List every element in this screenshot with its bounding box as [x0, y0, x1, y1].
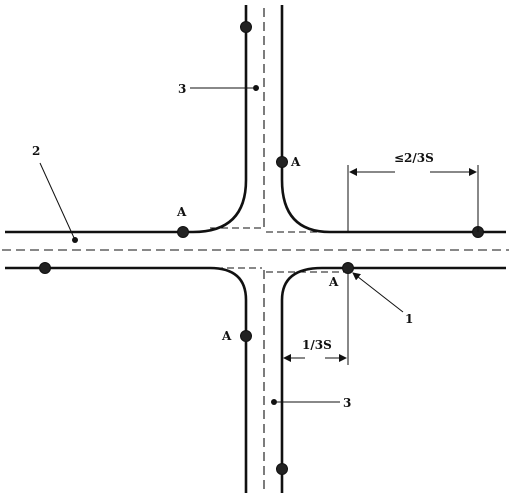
- node-bottom-arm: [276, 463, 288, 475]
- label-a-lower-left: A: [221, 329, 232, 343]
- label-3-bottom: 3: [343, 396, 351, 410]
- label-3-top: 3: [178, 82, 186, 96]
- node-left-far: [39, 262, 51, 274]
- label-a-lower-right: A: [328, 275, 339, 289]
- label-dim-lower: 1/3S: [302, 338, 332, 352]
- leader-line-1: [352, 272, 404, 313]
- node-upper-left-a: [177, 226, 189, 238]
- node-lower-left-a: [240, 330, 252, 342]
- label-a-upper-left: A: [176, 205, 187, 219]
- leader-dot-3-bottom: [271, 399, 277, 405]
- label-2: 2: [32, 144, 40, 158]
- label-1: 1: [405, 312, 413, 326]
- node-upper-right-a: [276, 156, 288, 168]
- label-dim-right: ≤2/3S: [394, 151, 434, 165]
- road-edge-lower-left: [5, 266, 248, 493]
- leader-line-2: [39, 162, 76, 241]
- node-lower-right-a: [342, 262, 354, 274]
- road-edge-upper-left: [5, 5, 248, 234]
- label-a-upper-right: A: [290, 155, 301, 169]
- road-edge-lower-right: [280, 266, 506, 493]
- node-top-arm: [240, 21, 252, 33]
- leader-dot-3-top: [253, 85, 259, 91]
- road-edge-upper-right: [280, 5, 506, 234]
